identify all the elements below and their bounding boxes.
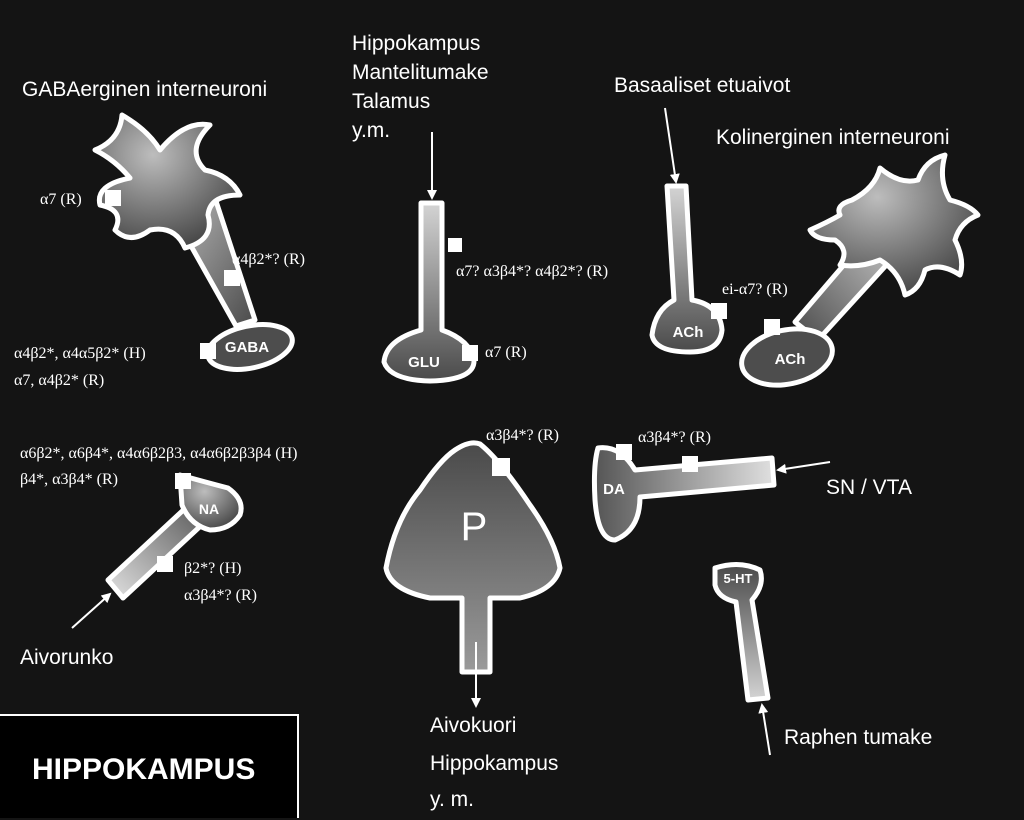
ht-neuron	[712, 562, 771, 703]
da-receptor-label: α3β4*? (R)	[638, 429, 711, 446]
da-neuron	[591, 445, 777, 543]
na-terminal-receptor	[175, 473, 191, 489]
diagram-title: HIPPOKAMPUS	[32, 753, 256, 786]
ach-inter-receptor	[764, 319, 780, 335]
pyramidal-target-3: y. m.	[430, 788, 474, 811]
ach-basal-receptor-label: ei-α7? (R)	[722, 281, 788, 298]
na-axon-receptor-label-1: β2*? (H)	[184, 560, 241, 577]
pyramidal-receptor-label: α3β4*? (R)	[486, 427, 559, 444]
na-receptor-label-2: β4*, α3β4* (R)	[20, 471, 118, 488]
da-axon-receptor	[682, 456, 698, 472]
pyramidal-body	[383, 440, 563, 675]
da-source: SN / VTA	[826, 476, 912, 499]
na-source: Aivorunko	[20, 646, 113, 669]
glu-source-1: Hippokampus	[352, 32, 480, 55]
ht-input-arrow	[758, 703, 771, 756]
glu-projection: GLU	[381, 132, 478, 384]
ach-inter-terminal-label: ACh	[775, 351, 806, 368]
gaba-terminal-receptor-label-2: α7, α4β2* (R)	[14, 372, 104, 389]
da-terminal-label: DA	[603, 481, 625, 498]
na-axon-receptor	[157, 556, 173, 572]
gaba-soma-receptor	[105, 190, 121, 206]
na-input-arrow	[71, 592, 112, 629]
gaba-axon-receptor-label: α4β2*? (R)	[232, 251, 305, 268]
ach-basal-terminal-label: ACh	[673, 324, 704, 341]
ach-basal-projection: ACh	[649, 107, 727, 355]
gaba-header: GABAerginen interneuroni	[22, 78, 267, 101]
glu-terminal-receptor-label: α7 (R)	[485, 344, 527, 361]
na-projection: NA	[71, 472, 244, 629]
labels: GABAerginen interneuroni α7 (R) α4β2*? (…	[14, 32, 950, 811]
da-terminal-receptor	[616, 444, 632, 460]
gaba-terminal-label: GABA	[225, 339, 269, 356]
pyramidal-target-2: Hippokampus	[430, 752, 558, 775]
na-terminal-label: NA	[199, 501, 219, 517]
ach-inter-header: Kolinerginen interneuroni	[716, 126, 950, 149]
ach-basal-receptor	[711, 303, 727, 319]
glu-source-4: y.m.	[352, 119, 390, 142]
na-terminal	[177, 472, 244, 533]
glu-terminal-receptor	[462, 345, 478, 361]
ht-terminal-label: 5-HT	[724, 571, 753, 586]
glu-source-2: Mantelitumake	[352, 61, 489, 84]
glu-axon-receptor-label: α7? α3β4*? α4β2*? (R)	[456, 263, 608, 280]
ht-source: Raphen tumake	[784, 726, 932, 749]
gaba-soma	[92, 112, 243, 251]
ach-basal-source: Basaaliset etuaivot	[614, 74, 790, 97]
pyramidal-receptor	[492, 458, 510, 476]
gaba-terminal-receptor	[200, 343, 216, 359]
ach-basal-input-arrow	[664, 107, 680, 184]
da-input-arrow	[776, 461, 831, 474]
pyramidal-target-1: Aivokuori	[430, 714, 516, 737]
gaba-interneuron: GABA	[92, 112, 295, 372]
glu-axon-receptor	[448, 238, 462, 252]
ach-interneuron: ACh	[739, 152, 981, 388]
gaba-axon-receptor	[224, 270, 240, 286]
na-receptor-label-1: α6β2*, α6β4*, α4α6β2β3, α4α6β2β3β4 (H)	[20, 445, 298, 462]
ht-projection: 5-HT	[712, 562, 771, 756]
glu-source-3: Talamus	[352, 90, 430, 113]
glu-terminal-label: GLU	[408, 354, 440, 371]
title-box: HIPPOKAMPUS	[0, 714, 299, 818]
gaba-soma-receptor-label: α7 (R)	[40, 191, 82, 208]
da-projection: DA	[591, 444, 831, 543]
pyramidal-label: P	[461, 505, 488, 549]
ach-inter-terminal	[739, 326, 835, 388]
na-axon-receptor-label-2: α3β4*? (R)	[184, 587, 257, 604]
gaba-terminal-receptor-label-1: α4β2*, α4α5β2* (H)	[14, 345, 146, 362]
glu-neuron	[381, 200, 477, 384]
pyramidal-neuron: P	[383, 440, 563, 708]
ach-inter-soma	[807, 152, 981, 298]
